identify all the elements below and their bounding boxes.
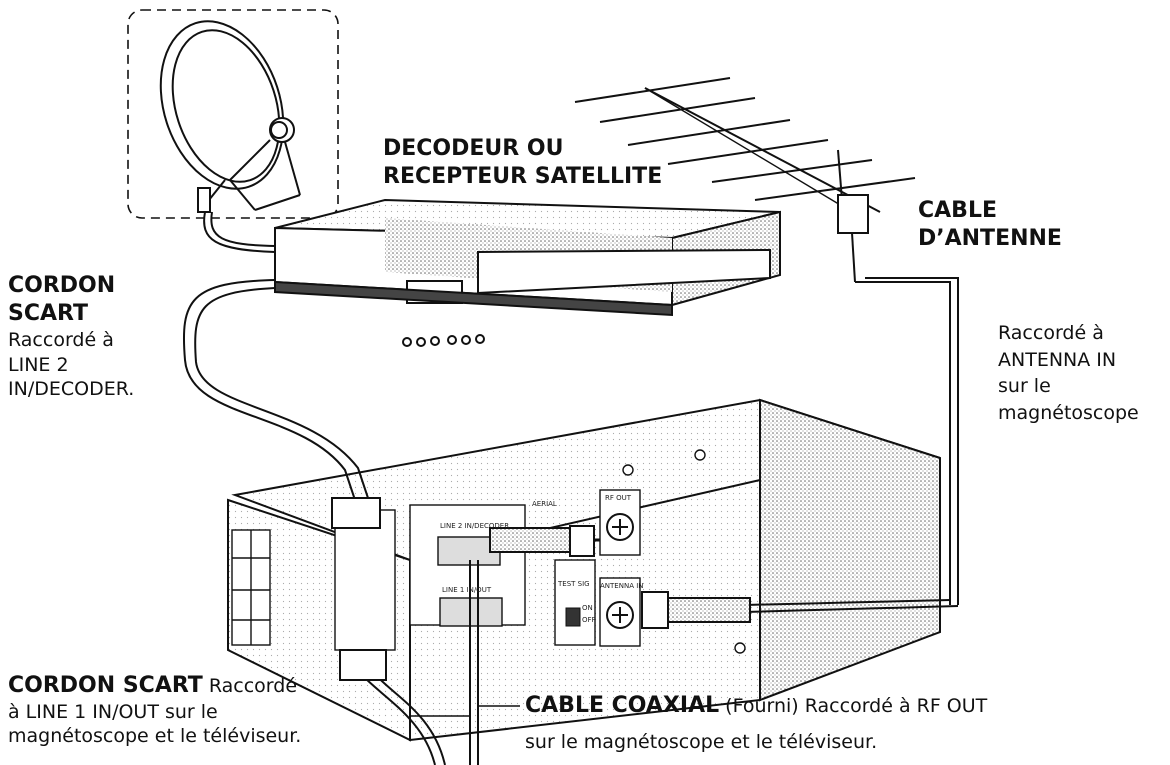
panel-line1-label: LINE 1 IN/OUT [442, 586, 492, 594]
coax-rest: (Fourni) Raccordé à RF OUT [719, 695, 988, 717]
antenna-desc-label: Raccordé à ANTENNA IN sur le magnétoscop… [998, 320, 1139, 426]
coax-bold: CABLE COAXIAL [525, 693, 720, 718]
panel-aerial-label: AERIAL [532, 500, 557, 508]
antenna-cable-label: CABLE D’ANTENNE [918, 197, 1062, 253]
coax-line2: sur le magnétoscope et le téléviseur. [525, 731, 878, 754]
panel-antenna-in-label: ANTENNA IN [600, 582, 644, 590]
cables [182, 211, 959, 765]
panel-test-sig-label: TEST SIG [558, 580, 590, 588]
antenna-desc1: Raccordé à [998, 322, 1104, 344]
cordon-scart-bottom-line2: à LINE 1 IN/OUT sur le [8, 701, 218, 724]
vcr-unit [227, 398, 941, 742]
antenna-desc4: magnétoscope [998, 401, 1139, 424]
cordon-scart-top-line2: SCART [8, 301, 88, 327]
panel-on-label: ON [582, 604, 593, 612]
antenna-cable-line1: CABLE [918, 198, 997, 223]
decoder-label: DECODEUR OU RECEPTEUR SATELLITE [383, 135, 662, 191]
cordon-scart-top-desc1: Raccordé à [8, 329, 114, 352]
roof-antenna [574, 77, 916, 283]
panel-line2-label: LINE 2 IN/DECODER [440, 522, 510, 530]
cordon-scart-top-desc2: LINE 2 [8, 353, 69, 376]
cordon-scart-bottom-line3: magnétoscope et le téléviseur. [8, 725, 302, 748]
antenna-desc2: ANTENNA IN [998, 348, 1117, 371]
decoder-label-line1: DECODEUR OU [383, 136, 564, 161]
panel-off-label: OFF [582, 616, 596, 624]
antenna-desc3: sur le [998, 375, 1051, 398]
cordon-scart-bottom-bold: CORDON SCART [8, 673, 203, 698]
cordon-scart-bottom-rest: Raccordé [202, 675, 298, 697]
cordon-scart-top-label: CORDON SCART Raccordé à LINE 2 IN/DECODE… [8, 272, 134, 401]
decoder-box [274, 198, 781, 347]
satellite-dish [127, 9, 339, 219]
coax-cable-label: CABLE COAXIAL (Fourni) Raccordé à RF OUT… [525, 692, 987, 754]
decoder-label-line2: RECEPTEUR SATELLITE [383, 164, 663, 190]
dish-dashed-box [127, 9, 339, 219]
cordon-scart-top-line1: CORDON [8, 273, 116, 298]
cordon-scart-top-desc3: IN/DECODER. [8, 377, 135, 400]
antenna-cable-line2: D’ANTENNE [918, 226, 1062, 252]
cordon-scart-bottom-label: CORDON SCART Raccordé à LINE 1 IN/OUT su… [8, 672, 301, 749]
panel-rf-out-label: RF OUT [605, 494, 632, 502]
